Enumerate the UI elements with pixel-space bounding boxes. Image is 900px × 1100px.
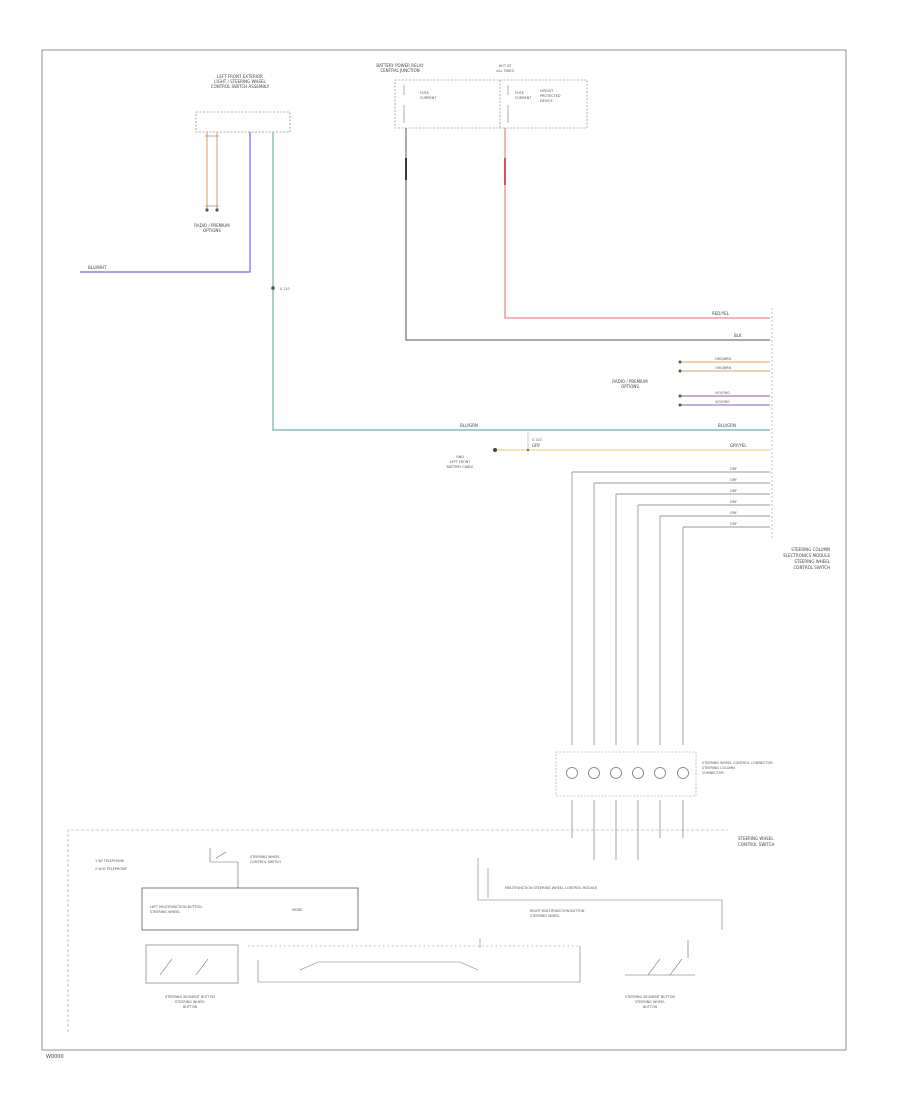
radio-refer-top-2: OPTIONS bbox=[203, 228, 221, 233]
black-wire-label: BLK bbox=[734, 333, 742, 338]
horn-note-2: CONTROL SWITCH bbox=[250, 860, 281, 864]
left-bottom-switch: STEERING SEGMENT BUTTON STEERING WHEEL B… bbox=[145, 944, 239, 1009]
left-switch-label-2: STEERING WHEEL bbox=[150, 910, 180, 914]
steering-module-label: STEERING COLUMN ELECTRONICS MODULE STEER… bbox=[783, 547, 830, 570]
red-wire-label: RED/YEL bbox=[712, 311, 730, 316]
blue-wire-label: BLU/WHT bbox=[88, 265, 107, 270]
fuse2-label-2: CURRENT bbox=[515, 96, 532, 100]
svg-text:CONTROL SWITCH: CONTROL SWITCH bbox=[794, 565, 831, 570]
hot-label-2: ALL TIMES bbox=[496, 69, 513, 73]
fuse2-note-3: DEVICE bbox=[540, 99, 553, 103]
purple-pair-label-1: VIO/ORG bbox=[715, 391, 730, 395]
right-switch-label-2: STEERING WHEEL bbox=[530, 914, 560, 918]
horn-note-1: STEERING WHEEL bbox=[250, 855, 280, 859]
ground-label-1: GND bbox=[456, 455, 464, 459]
fuse1-label-1: FUSE bbox=[420, 91, 429, 95]
yellow-wire: S 120 GRY GRY/YEL GND LEFT FRONT BATTERY… bbox=[447, 432, 770, 469]
lf-sensor-box bbox=[195, 111, 291, 133]
right-module: MULTIFUNCTION STEERING WHEEL CONTROL MOD… bbox=[477, 858, 723, 930]
diagram-frame bbox=[41, 49, 847, 1051]
footer-code: W0000 bbox=[46, 1054, 64, 1060]
green-splice-label: S 110 bbox=[280, 287, 290, 291]
bus-label-1: GRY bbox=[730, 467, 738, 471]
clockspring-label-1: STEERING WHEEL CONTROL CONNECTOR bbox=[702, 761, 773, 765]
left-switch-assembly: LEFT MULTIFUNCTION BUTTON STEERING WHEEL… bbox=[141, 887, 359, 931]
black-wire: BLK bbox=[405, 128, 770, 341]
fuse-block-label-1: BATTERY POWER RELAY bbox=[376, 63, 424, 68]
right-bottom-switch: STEERING SEGMENT BUTTON STEERING WHEEL B… bbox=[625, 940, 695, 1009]
blue-wire: BLU/WHT bbox=[80, 132, 251, 273]
bus-label-4: GRY bbox=[730, 500, 738, 504]
yellow-right-label: GRY/YEL bbox=[730, 443, 747, 448]
right-switch-label-1: RIGHT MULTIFUNCTION BUTTON bbox=[530, 909, 585, 913]
orange-pair-label-2: ORG/BRN bbox=[715, 366, 731, 370]
yellow-mid-label: GRY bbox=[532, 443, 541, 448]
clockspring-label-2: STEERING COLUMN bbox=[702, 766, 735, 770]
right-bottom-switch-1: STEERING SEGMENT BUTTON bbox=[625, 995, 675, 999]
green-wire: S 110 BLU/GRN BLU/GRN bbox=[271, 132, 770, 431]
purple-pair-right: VIO/ORG VIO/ORG bbox=[678, 391, 770, 407]
bus-label-2: GRY bbox=[730, 478, 738, 482]
steering-wheel-boundary: STEERING WHEEL CONTROL SWITCH bbox=[67, 829, 775, 1032]
yellow-splice-label: S 120 bbox=[532, 438, 542, 442]
fuse2-note-2: PROTECTED bbox=[540, 94, 561, 98]
lf-sensor-label-2: LIGHT / STEERING WHEEL bbox=[214, 79, 266, 84]
steering-wheel-label-2: CONTROL SWITCH bbox=[738, 842, 775, 847]
green-mid-label: BLU/GRN bbox=[460, 423, 478, 428]
fuse-block-label-2: CENTRAL JUNCTION bbox=[380, 68, 419, 73]
grey-bus-labels: GRY GRY GRY GRY GRY GRY bbox=[730, 467, 738, 526]
radio-refer-top-1: RADIO / PREMIUM bbox=[194, 223, 230, 228]
lf-sensor-component: LEFT FRONT EXTERIOR LIGHT / STEERING WHE… bbox=[195, 74, 291, 133]
svg-text:ELECTRONICS MODULE: ELECTRONICS MODULE bbox=[783, 553, 830, 558]
internal-bus bbox=[248, 938, 581, 983]
legend-1: 1 W/ TELEPHONE bbox=[95, 859, 124, 863]
fuse2-label-1: FUSE bbox=[515, 91, 524, 95]
clockspring-connector: STEERING WHEEL CONTROL CONNECTOR STEERIN… bbox=[555, 751, 773, 797]
radio-refer-right-1: RADIO / PREMIUM bbox=[612, 379, 648, 384]
lf-sensor-label-3: CONTROL SWITCH ASSEMBLY bbox=[211, 84, 270, 89]
left-bottom-switch-1: STEERING SEGMENT BUTTON bbox=[165, 995, 215, 999]
fuse-block-box bbox=[394, 79, 588, 129]
bus-label-5: GRY bbox=[730, 511, 738, 515]
fuse-block: BATTERY POWER RELAY CENTRAL JUNCTION HOT… bbox=[376, 63, 588, 129]
right-module-label: MULTIFUNCTION STEERING WHEEL CONTROL MOD… bbox=[505, 886, 597, 890]
red-wire: RED/YEL bbox=[504, 128, 770, 319]
bus-label-3: GRY bbox=[730, 489, 738, 493]
ground-icon bbox=[493, 448, 497, 452]
clockspring-label-3: CONNECTOR bbox=[702, 771, 724, 775]
lf-sensor-label-1: LEFT FRONT EXTERIOR bbox=[217, 74, 263, 79]
left-bottom-switch-2: STEERING WHEEL bbox=[175, 1000, 205, 1004]
grey-bus-wires bbox=[571, 471, 770, 745]
svg-text:STEERING COLUMN: STEERING COLUMN bbox=[791, 547, 830, 552]
fuse2-note-1: CIRCUIT bbox=[540, 89, 554, 93]
orange-pair-right: ORG/BRN ORG/BRN bbox=[678, 357, 770, 373]
green-right-label: BLU/GRN bbox=[718, 423, 736, 428]
left-switch-label-1: LEFT MULTIFUNCTION BUTTON bbox=[150, 905, 202, 909]
right-bottom-switch-2: STEERING WHEEL bbox=[635, 1000, 665, 1004]
orange-pair-label-1: ORG/BRN bbox=[715, 357, 731, 361]
steering-wheel-label-1: STEERING WHEEL bbox=[738, 836, 774, 841]
horn-switch: STEERING WHEEL CONTROL SWITCH bbox=[209, 848, 281, 888]
legend-2: 2 W/O TELEPHONE bbox=[95, 867, 127, 871]
fuse1-label-2: CURRENT bbox=[420, 96, 437, 100]
left-bottom-switch-3: BUTTON bbox=[183, 1005, 198, 1009]
sensor-pair-wires: RADIO / PREMIUM OPTIONS bbox=[194, 132, 230, 233]
svg-text:STEERING WHEEL: STEERING WHEEL bbox=[794, 559, 830, 564]
hot-label-1: HOT AT bbox=[499, 64, 512, 68]
left-switch-mode: MODE bbox=[292, 908, 302, 912]
ground-label-2: LEFT FRONT bbox=[450, 460, 472, 464]
radio-refer-right-2: OPTIONS bbox=[621, 384, 639, 389]
bus-label-6: GRY bbox=[730, 522, 738, 526]
ground-label-3: BATTERY CABLE bbox=[447, 465, 474, 469]
purple-pair-label-2: VIO/ORG bbox=[715, 400, 730, 404]
right-bottom-switch-3: BUTTON bbox=[643, 1005, 658, 1009]
